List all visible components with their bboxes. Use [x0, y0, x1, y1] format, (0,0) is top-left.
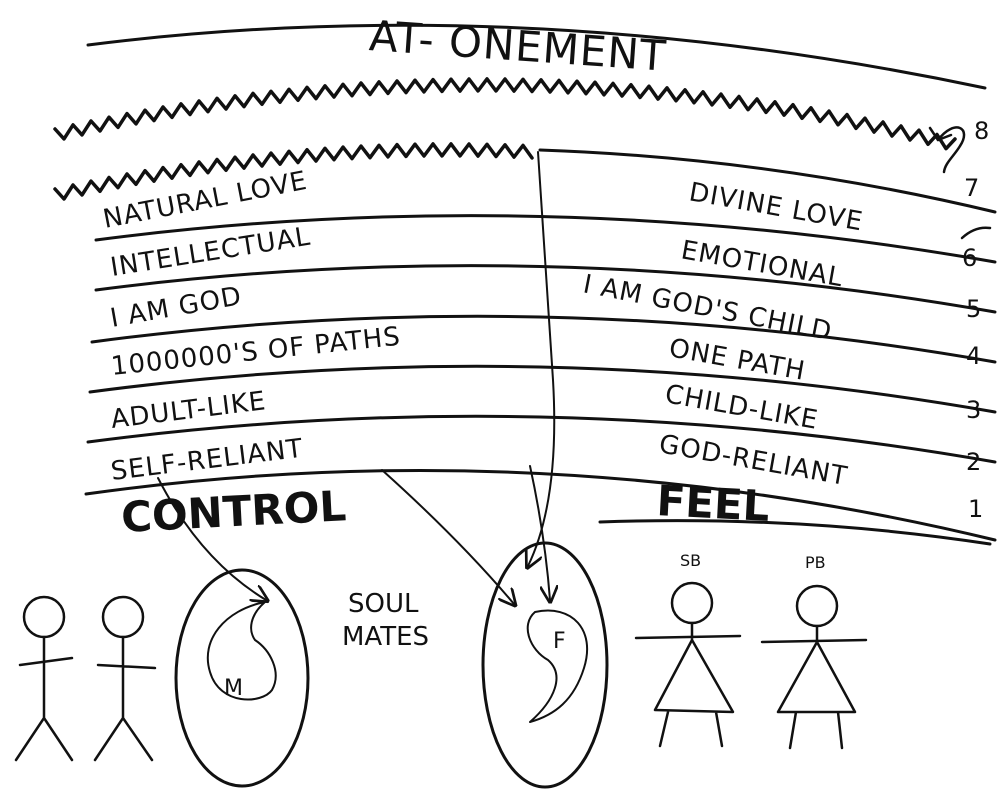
level-6-hook [960, 226, 992, 240]
level-7-number: 7 [964, 174, 979, 202]
soul-mates-label-line-1: SOUL [348, 589, 419, 619]
level-6-right-label: EMOTIONAL [679, 235, 846, 293]
title: AT- ONEMENT [368, 11, 668, 81]
curl-arrowhead-icon [928, 126, 953, 142]
level-7-left-label: NATURAL LOVE [101, 166, 310, 235]
arrow-god-reliant-to-female-soul [529, 465, 550, 600]
level-4-left-label: 1000000'S OF PATHS [110, 322, 403, 382]
level-6-left-label: INTELLECTUAL [108, 222, 312, 283]
level-line-bottom [598, 519, 992, 546]
wavy-boundary-lower [53, 142, 534, 201]
arrow-wave-to-female-soul [528, 151, 556, 566]
level-line-3-top [88, 364, 997, 414]
feel-heading: FEEL [655, 476, 770, 531]
level-line-7-top [538, 148, 997, 214]
female-figure-2-label: PB [805, 553, 826, 572]
female-soul-letter: F [553, 629, 566, 654]
level-3-left-label: ADULT-LIKE [109, 386, 268, 435]
arrow-self-reliant-to-female-soul [381, 469, 514, 604]
level-3-number: 3 [966, 396, 981, 424]
level-line-2-top [86, 414, 997, 464]
level-1-number: 1 [968, 495, 983, 523]
control-heading: CONTROL [120, 481, 347, 542]
female-figure-1-label: SB [680, 551, 701, 570]
level-line-4-top [90, 314, 997, 364]
male-soul-letter: M [224, 676, 243, 701]
male-figure-2 [93, 595, 157, 762]
level-line-5-top [94, 264, 997, 314]
male-figure-1 [14, 595, 74, 762]
female-figure-2 [760, 584, 868, 750]
level-5-number: 5 [966, 295, 981, 323]
female-soul-ellipse [481, 541, 609, 789]
level-line-1-top [84, 468, 997, 542]
level-7-right-label: DIVINE LOVE [687, 177, 866, 237]
female-figure-1 [634, 581, 742, 748]
wavy-boundary-upper [53, 77, 957, 151]
curl-arrow-icon [936, 126, 966, 174]
male-soul-ellipse [174, 568, 310, 788]
top-arc-line [86, 23, 987, 90]
level-4-number: 4 [966, 342, 981, 370]
male-soul-shape [206, 601, 277, 701]
arrow-self-reliant-to-male-soul [157, 477, 266, 600]
female-soul-shape [526, 609, 589, 723]
level-2-number: 2 [966, 448, 981, 476]
level-8-number: 8 [974, 117, 989, 145]
level-6-number: 6 [962, 244, 977, 272]
soul-mates-label-line-2: MATES [342, 622, 429, 652]
